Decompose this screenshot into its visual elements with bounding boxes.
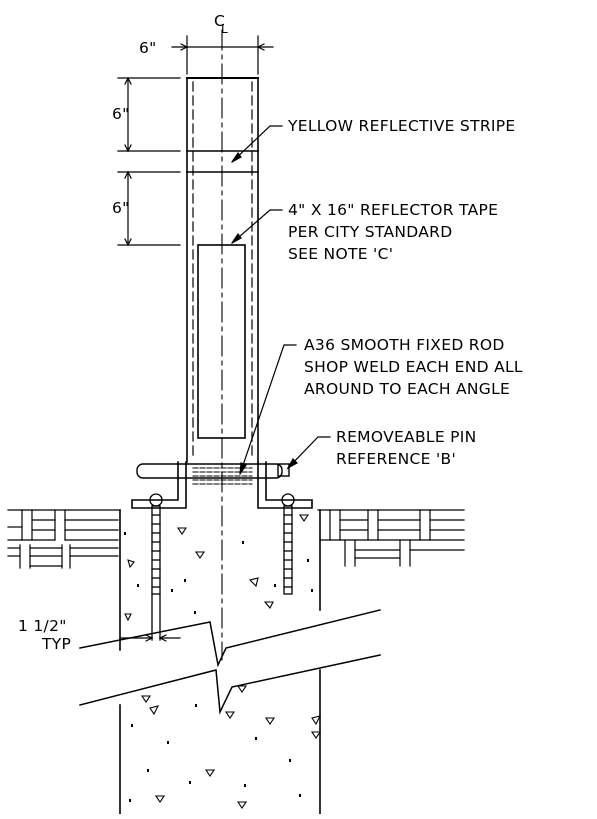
rod-label-line3: AROUND TO EACH ANGLE (304, 380, 510, 398)
dimension-width (171, 35, 274, 75)
leader-lines (231, 125, 331, 475)
concrete-footing (79, 509, 381, 815)
dim-width-label: 6" (139, 39, 157, 57)
rod-label-line2: SHOP WELD EACH END ALL (304, 358, 523, 376)
anchor-bolts (149, 493, 295, 641)
concrete-aggregate (124, 514, 322, 809)
dimension-vertical (117, 76, 181, 247)
centerline-label: C (214, 12, 225, 30)
dimension-bolt-spacing (119, 634, 181, 642)
bollard-post (186, 77, 259, 463)
spacing-label-line2: TYP (41, 635, 71, 653)
spacing-label-line1: 1 1/2" (18, 617, 67, 635)
smooth-rod-hatch (192, 467, 253, 485)
removeable-pin (136, 463, 290, 479)
tape-label-line2: PER CITY STANDARD (288, 223, 452, 241)
dim-mid-label: 6" (112, 199, 130, 217)
tape-label-line3: SEE NOTE 'C' (288, 245, 393, 263)
steel-angles (131, 461, 313, 509)
rod-label-line1: A36 SMOOTH FIXED ROD (304, 336, 505, 354)
reflective-stripe (186, 150, 259, 173)
concrete-dots (124, 532, 313, 802)
tape-label-line1: 4" X 16" REFLECTOR TAPE (288, 201, 498, 219)
pin-label-line2: REFERENCE 'B' (336, 450, 456, 468)
centerline-label-l: L (221, 22, 228, 36)
stripe-label: YELLOW REFLECTIVE STRIPE (287, 117, 516, 135)
dim-top-label: 6" (112, 105, 130, 123)
ground-surface (7, 509, 465, 569)
pin-label-line1: REMOVEABLE PIN (336, 428, 477, 446)
reflector-tape (197, 244, 246, 439)
drawing-labels: C L 6" 6" 6" YELLOW REFLECTIVE STRIPE 4"… (18, 12, 523, 653)
